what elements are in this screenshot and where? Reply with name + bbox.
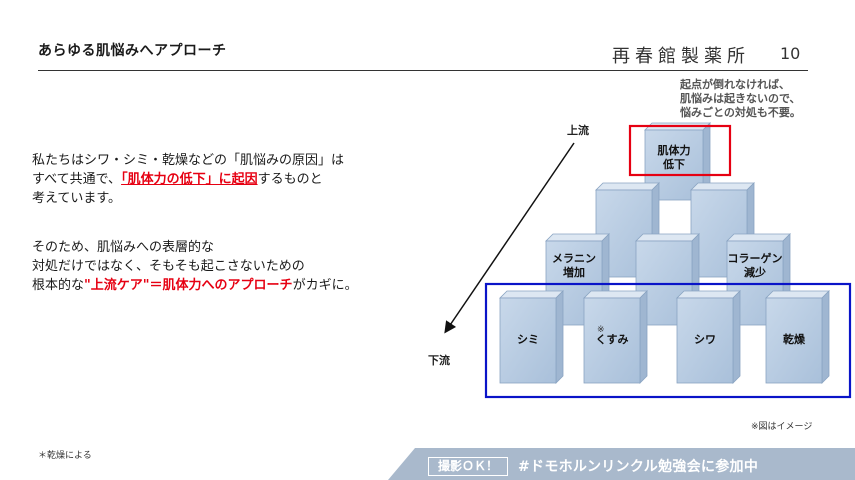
block-shimi [499, 290, 564, 384]
block-kusumi [583, 290, 648, 384]
bottom-highlight-frame [484, 282, 852, 399]
top-block-label: 肌体力 低下 [645, 144, 703, 172]
p1-line-2: すべて共通で、「肌体力の低下」に起因するものと [32, 170, 344, 189]
block-shiwa [676, 290, 741, 384]
p1-line-2-pre: すべて共通で、 [32, 172, 122, 187]
kansou-label: 乾燥 [783, 333, 805, 346]
header-divider [38, 70, 808, 71]
diagram-note: 起点が倒れなければ、 肌悩みは起きないので、 悩みごとの対処も不要。 [680, 78, 801, 120]
melanin-line-1: メラニン [552, 252, 596, 265]
note-line-2: 肌悩みは起きないので、 [680, 92, 801, 105]
collagen-line-2: 減少 [744, 266, 766, 279]
p1-line-1: 私たちはシワ・シミ・乾燥などの「肌悩みの原因」は [32, 153, 345, 168]
p1-line-3: 考えています。 [32, 191, 122, 206]
p2-line-3-pre: 根本的な [32, 278, 85, 293]
banner-hashtag: #ドモホルンリンクル勉強会に参加中 [518, 459, 759, 475]
upstream-label: 上流 [567, 124, 589, 137]
p2-highlight: "上流ケア"＝肌体力へのアプローチ [84, 278, 293, 293]
footnote: ＊乾燥による [38, 451, 92, 461]
block-kansou [765, 290, 830, 384]
photo-ok-badge: 撮影ＯＫ！ [428, 457, 508, 476]
top-block-line-2: 低下 [663, 158, 685, 171]
brand-name: 再春館製薬所 [612, 46, 750, 67]
top-block-line-1: 肌体力 [657, 144, 691, 157]
downstream-label: 下流 [428, 354, 450, 367]
flow-arrow [444, 142, 575, 334]
melanin-label: メラニン 増加 [540, 252, 608, 280]
top-highlight-frame [628, 124, 732, 177]
kusumi-mark: ※ [597, 325, 605, 335]
page-number: 10 [780, 44, 801, 63]
shiwa-label: シワ [694, 333, 716, 346]
note-line-3: 悩みごとの対処も不要。 [680, 106, 801, 119]
paragraph-approach: そのため、肌悩みへの表層的な 対処だけではなく、そもそも起こさないための 根本的… [32, 238, 358, 295]
p2-line-3: 根本的な"上流ケア"＝肌体力へのアプローチがカギに。 [32, 276, 358, 295]
p1-highlight: 「肌体力の低下」に起因 [121, 172, 258, 187]
p2-line-3-post: がカギに。 [292, 278, 358, 293]
collagen-line-1: コラーゲン [727, 252, 783, 265]
melanin-line-2: 増加 [563, 266, 585, 279]
collagen-label: コラーゲン 減少 [720, 252, 790, 280]
kusumi-label: くすみ [595, 333, 629, 346]
shimi-label: シミ [517, 333, 539, 346]
p2-line-1: そのため、肌悩みへの表層的な [32, 240, 215, 255]
slide-title: あらゆる肌悩みへアプローチ [38, 43, 227, 59]
note-line-1: 起点が倒れなければ、 [680, 78, 790, 91]
p2-line-2: 対処だけではなく、そもそも起こさないための [32, 259, 305, 274]
image-note: ※図はイメージ [751, 422, 813, 432]
paragraph-cause: 私たちはシワ・シミ・乾燥などの「肌悩みの原因」は すべて共通で、「肌体力の低下」… [32, 151, 344, 208]
p1-line-2-post: するものと [257, 172, 323, 187]
